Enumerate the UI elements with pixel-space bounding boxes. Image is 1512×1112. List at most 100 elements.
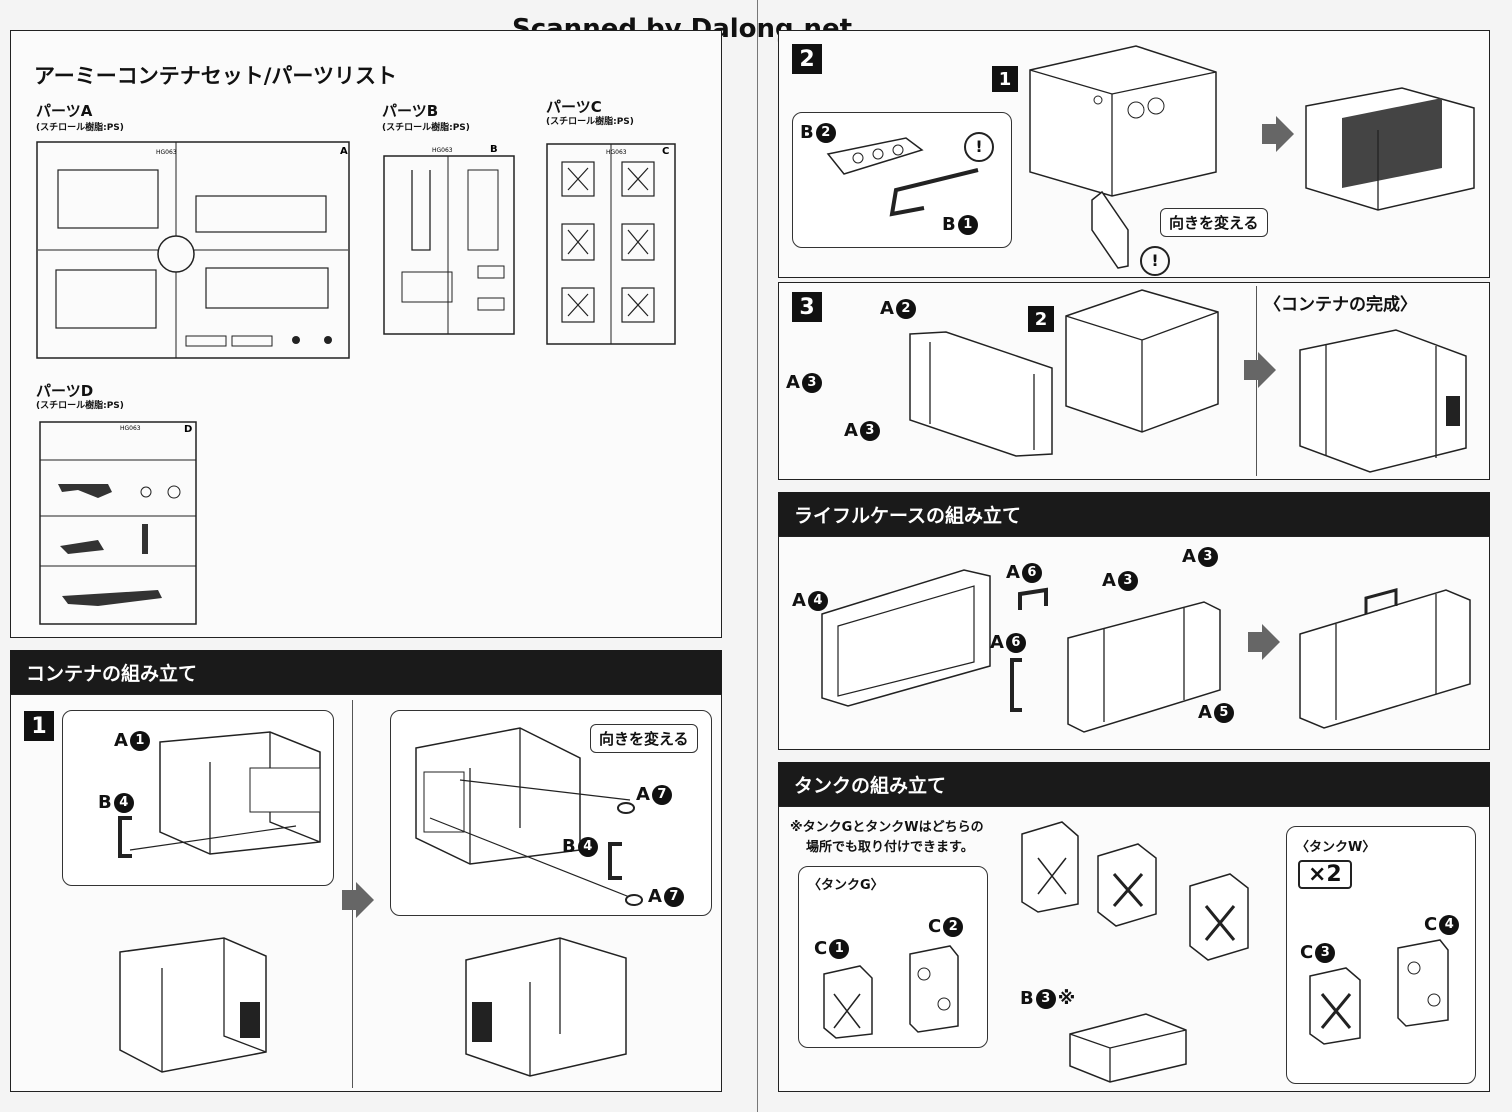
container-side-drawing — [415, 727, 633, 899]
step2-arrow-head — [1276, 116, 1294, 152]
tank-g-part-c2 — [909, 945, 959, 1033]
page-fold — [757, 0, 758, 1112]
step-2-sub-badge: 1 — [992, 66, 1018, 92]
parts-list-panel — [10, 30, 722, 638]
step-1-badge: 1 — [24, 711, 54, 741]
rifle-case-header: ライフルケースの組み立て — [778, 492, 1490, 536]
step1-arrow-stem — [342, 890, 356, 910]
container-result-left — [119, 937, 267, 1073]
parts-list-title: アーミーコンテナセット/パーツリスト — [34, 64, 397, 88]
quantity-times-two: ×2 — [1298, 860, 1352, 889]
tank-note-line-2: 場所でも取り付けできます。 — [806, 840, 974, 855]
part-a-title: パーツA — [36, 102, 93, 120]
part-a-material: (スチロール樹脂:PS) — [36, 123, 124, 133]
rifle-arrow-head — [1262, 624, 1280, 660]
tank-w-label: 〈タンクW〉 — [1296, 840, 1376, 855]
part-b-material: (スチロール樹脂:PS) — [382, 123, 470, 133]
container-assembly-header: コンテナの組み立て — [10, 650, 722, 694]
turn-direction-callout-left: 向きを変える — [590, 724, 698, 753]
handle-part-a6-bottom — [1010, 658, 1022, 712]
step3-arrow-stem — [1244, 360, 1258, 380]
warning-mark-bottom: ! — [1140, 246, 1170, 276]
washer-part-a7-top — [617, 802, 635, 814]
svg-text:D: D — [184, 424, 192, 435]
plate-part-b2 — [826, 137, 924, 175]
handle-part-drawing — [118, 816, 132, 858]
svg-text:B: B — [490, 144, 498, 155]
svg-text:A: A — [340, 146, 348, 157]
sprue-b-drawing: B HG063 — [383, 144, 515, 335]
svg-text:HG063: HG063 — [120, 425, 141, 432]
rifle-case-frame-left — [821, 569, 991, 707]
step-2-badge: 2 — [792, 44, 822, 74]
warning-mark-top: ! — [964, 132, 994, 162]
container-box-drawing — [129, 731, 321, 855]
tank-g-label: 〈タンクG〉 — [808, 878, 884, 893]
step-3-badge: 3 — [792, 292, 822, 322]
handle-part-b4-right — [608, 842, 622, 880]
container-complete-drawing — [1299, 329, 1467, 473]
step1-arrow-head — [356, 882, 374, 918]
step3-divider — [1256, 286, 1257, 476]
svg-text:HG063: HG063 — [156, 149, 177, 156]
sprue-a-drawing: A HG063 — [36, 141, 350, 359]
part-b-title: パーツB — [382, 102, 439, 120]
tank-w-assembled-1 — [1097, 843, 1157, 927]
sprue-c-drawing: C HG063 — [546, 143, 676, 345]
svg-text:C: C — [662, 146, 669, 157]
container-panel-installed — [1305, 87, 1475, 211]
tank-rack-part-b3 — [1069, 1013, 1187, 1083]
tank-note-line-1: ※タンクGとタンクWはどちらの — [790, 820, 984, 835]
tank-assembly-header: タンクの組み立て — [778, 762, 1490, 806]
container-open-drawing — [1029, 45, 1217, 197]
turn-direction-callout-right: 向きを変える — [1160, 208, 1268, 237]
lid-frame-drawing — [909, 331, 1053, 457]
rifle-arrow-stem — [1248, 632, 1262, 652]
rifle-case-complete — [1299, 588, 1471, 729]
bar-part-b1 — [889, 168, 979, 217]
step3-arrow-head — [1258, 352, 1276, 388]
panel-part-drawing — [1091, 190, 1129, 269]
part-d-title: パーツD — [36, 382, 94, 400]
part-d-material: (スチロール樹脂:PS) — [36, 401, 124, 411]
svg-text:HG063: HG063 — [606, 149, 627, 156]
part-c-material: (スチロール樹脂:PS) — [546, 117, 634, 127]
rifle-case-body — [1067, 601, 1221, 733]
tank-w-part-c3 — [1309, 967, 1361, 1045]
tank-note: ※タンクGとタンクWはどちらの 場所でも取り付けできます。 — [790, 818, 984, 858]
container-complete-label: 〈コンテナの完成〉 — [1264, 295, 1417, 315]
handle-part-a6-top — [1018, 587, 1048, 610]
tank-g-part-c1 — [823, 965, 873, 1039]
container-result-right — [465, 937, 627, 1077]
tank-g-assembled — [1021, 821, 1079, 913]
sprue-d-drawing: D HG063 — [39, 421, 197, 625]
part-c-title: パーツC — [546, 98, 602, 116]
svg-text:HG063: HG063 — [432, 147, 453, 154]
tank-w-assembled-2 — [1189, 873, 1249, 961]
tank-w-part-c4 — [1397, 939, 1449, 1027]
container-body-drawing — [1065, 289, 1219, 433]
step-3-sub-badge: 2 — [1028, 306, 1054, 332]
washer-part-a7-bottom — [625, 894, 643, 906]
